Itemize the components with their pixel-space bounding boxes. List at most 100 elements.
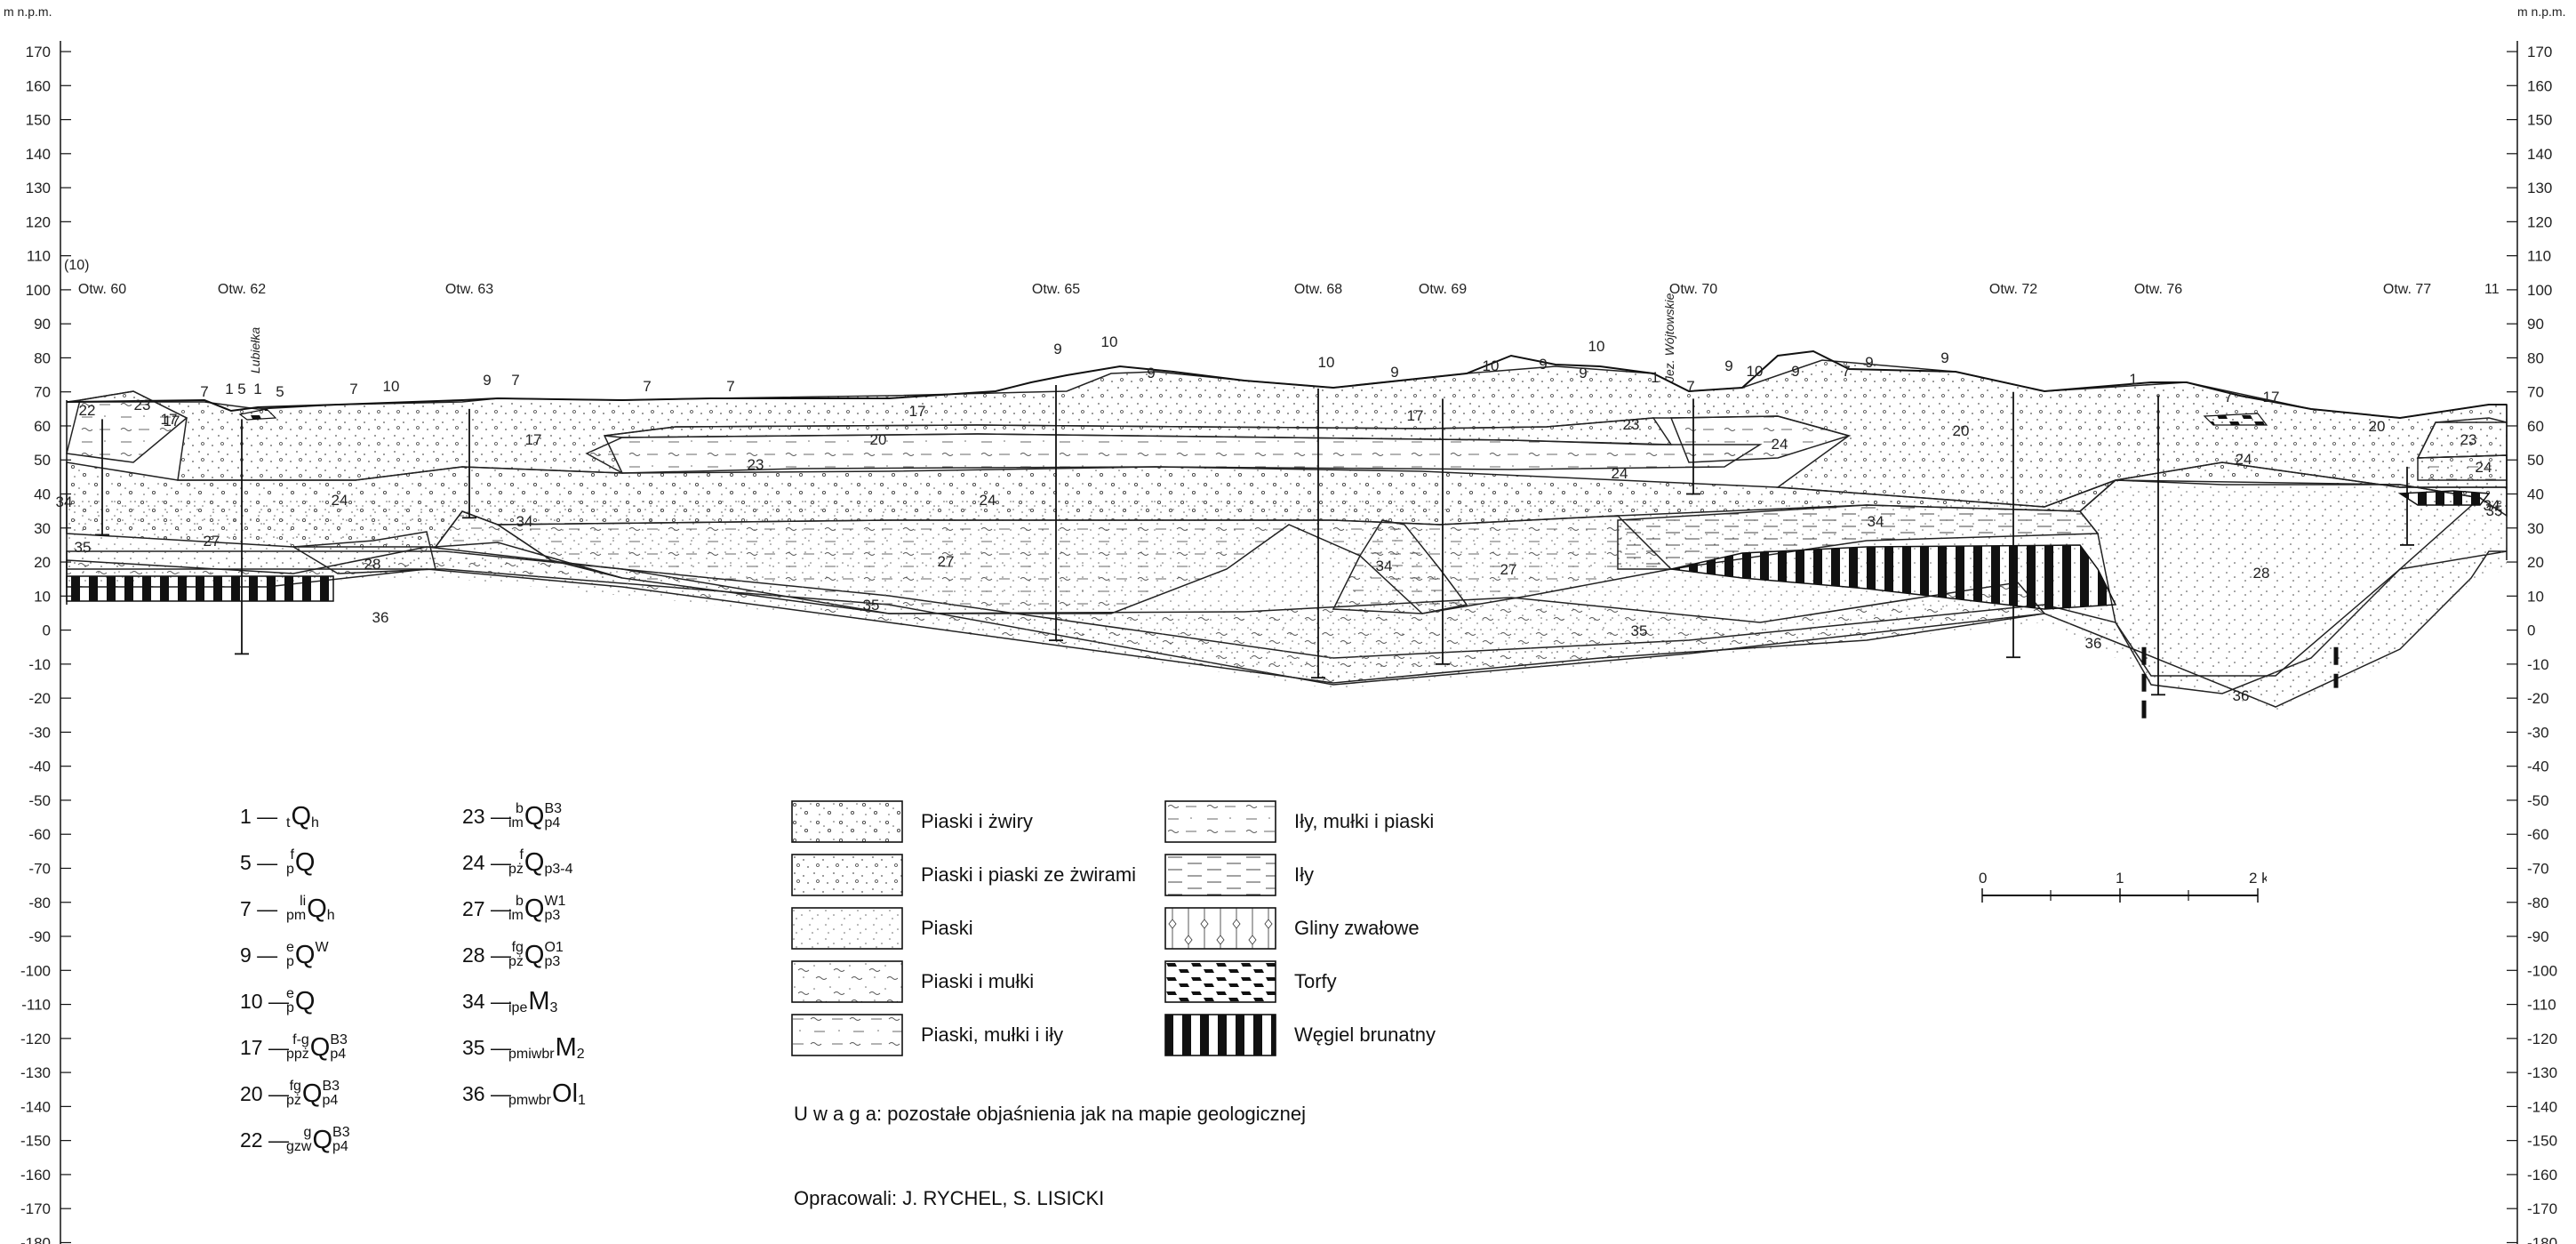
symbol-number: 5 — [240, 850, 278, 874]
right-tick-label: 80 [2527, 349, 2544, 366]
symbol-number: 22 — [240, 1128, 289, 1152]
unit-label: 9 [1539, 356, 1547, 373]
unit-label: 9 [1791, 363, 1799, 380]
scale-bar-graphic: 0 1 2 km [1979, 870, 2282, 903]
symbol-main: Q [524, 847, 545, 877]
lithology-swatch [1164, 1014, 1276, 1056]
scale-label-2: 2 km [2249, 870, 2267, 887]
unit-label: 7 [349, 381, 357, 397]
unit-label: 10 [1747, 363, 1764, 380]
unit-label: 10 [1318, 354, 1335, 371]
section-marker-label: (10) [64, 258, 89, 273]
right-tick-label: 130 [2527, 180, 2552, 197]
left-tick-label: 130 [26, 180, 51, 197]
lithology-swatch [791, 800, 903, 843]
left-tick-label: 170 [26, 44, 51, 60]
symbol-suffix: 2 [576, 1047, 585, 1062]
symbol-suffix: p3-4 [544, 862, 573, 877]
unit-label: 1 [225, 381, 233, 397]
unit-label: 10 [1483, 357, 1500, 374]
lithology-label: Węgiel brunatny [1294, 1023, 1436, 1046]
right-tick-label: 50 [2527, 452, 2544, 469]
symbol-number: 7 — [240, 896, 278, 920]
left-tick-label: -70 [28, 860, 51, 877]
stratigraphic-layers [66, 359, 2508, 711]
symbol-main: M [528, 986, 550, 1015]
unit-label: 27 [1500, 561, 1517, 578]
right-tick-label: -80 [2527, 895, 2549, 911]
symbol-main: Q [291, 801, 312, 831]
lithology-legend-item: Węgiel brunatny [1164, 1012, 1436, 1058]
unit-label: 10 [383, 378, 400, 395]
lithology-swatch [1164, 854, 1276, 896]
unit-label: 23 [134, 397, 151, 413]
unit-label: 20 [2369, 418, 2386, 435]
unit-label: 9 [1865, 354, 1873, 371]
right-tick-label: 160 [2527, 77, 2552, 94]
borehole-label: Otw. 77 [2383, 282, 2431, 297]
unit-label: 36 [2085, 635, 2102, 652]
lithology-legend-item: Torfy [1164, 959, 1337, 1005]
right-tick-label: 140 [2527, 146, 2552, 163]
symbol-number: 28 — [462, 943, 511, 967]
lithology-legend-item: Piaski i żwiry [791, 799, 1033, 845]
symbol-number: 36 — [462, 1081, 511, 1105]
scale-label-1: 1 [2116, 870, 2124, 887]
lithology-label: Iły, mułki i piaski [1294, 810, 1435, 832]
layer-24 [66, 461, 2508, 548]
borehole-label: Otw. 70 [1669, 282, 1717, 297]
symbol-number: 34 — [462, 989, 511, 1013]
unit-label: 35 [2486, 502, 2503, 519]
right-tick-label: -160 [2527, 1167, 2557, 1184]
left-tick-label: -30 [28, 724, 51, 741]
unit-label: 9 [1724, 357, 1732, 374]
lignite-seam-center [1670, 544, 2117, 610]
unit-label: 1 [1651, 369, 1659, 386]
right-tick-label: -30 [2527, 724, 2549, 741]
right-tick-label: -20 [2527, 690, 2549, 707]
unit-label: 7 [200, 383, 208, 400]
symbol-main: Q [309, 1032, 331, 1062]
note-prefix: U w a g a [794, 1103, 876, 1125]
right-tick-label: -110 [2527, 997, 2556, 1014]
symbol-suffix [315, 987, 318, 1015]
unit-label: 34 [56, 494, 73, 510]
unit-label: 35 [863, 597, 880, 614]
left-tick-label: -170 [20, 1200, 51, 1217]
unit-label: 9 [1147, 365, 1155, 381]
symbol-main: Q [294, 847, 316, 877]
lithology-label: Piaski, mułki i iły [921, 1023, 1064, 1046]
unit-label: 36 [2233, 687, 2250, 704]
unit-label: 24 [2476, 459, 2492, 476]
left-tick-label: 110 [27, 248, 51, 265]
lithology-legend-item: Iły, mułki i piaski [1164, 799, 1434, 845]
unit-label: 27 [204, 533, 220, 550]
left-tick-label: 100 [26, 282, 51, 299]
left-tick-label: -20 [28, 690, 51, 707]
symbol-number: 20 — [240, 1081, 289, 1105]
lithology-swatch [791, 1014, 903, 1056]
left-tick-label: -150 [20, 1133, 51, 1150]
unit-label: 20 [1953, 422, 1970, 439]
unit-label: 1 [253, 381, 261, 397]
right-tick-label: -180 [2527, 1234, 2557, 1244]
unit-label: 24 [980, 492, 996, 509]
lithology-label: Piaski i żwiry [921, 810, 1033, 832]
unit-label: 24 [1612, 465, 1628, 482]
lithology-label: Gliny zwałowe [1294, 917, 1420, 939]
left-tick-label: 70 [34, 384, 51, 401]
unit-label: 17 [2263, 389, 2280, 405]
